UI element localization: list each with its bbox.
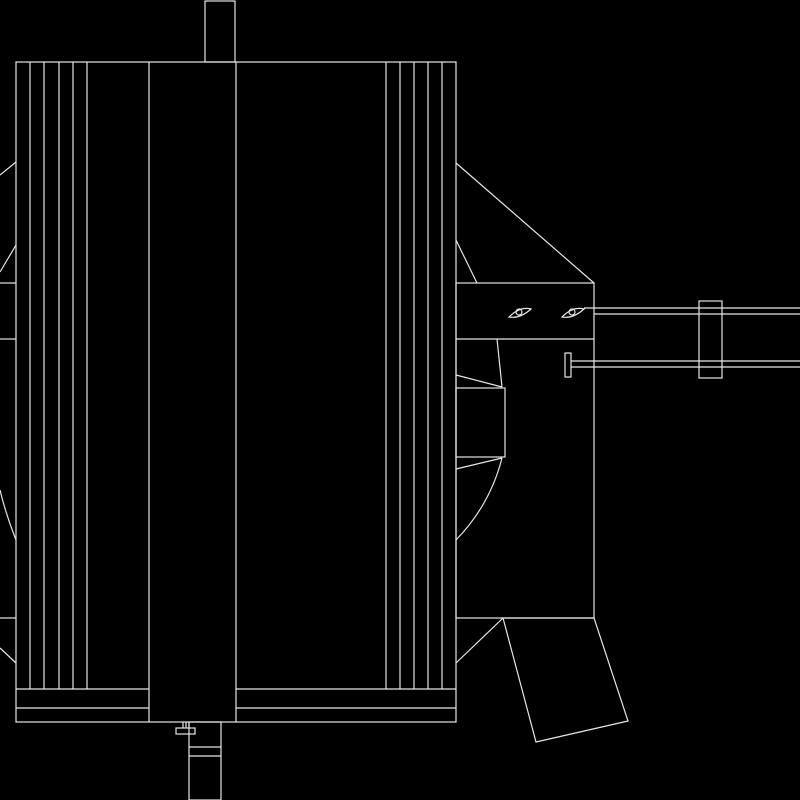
left-housing-arcs: [0, 161, 17, 664]
adjustment-rods: [564, 300, 800, 379]
bottom-shaft: [188, 721, 222, 800]
right-housing: [455, 162, 629, 743]
rod-end-stop: [564, 352, 572, 378]
left-fins: [29, 62, 88, 689]
bottom-bands: [16, 688, 456, 709]
right-fins: [385, 62, 443, 689]
discharge-chute: [502, 617, 629, 743]
bottom-knob: [175, 727, 196, 735]
inner-box: [455, 387, 506, 458]
rod-clamp: [698, 300, 723, 379]
bolt-slots: [507, 307, 586, 318]
top-shaft: [204, 0, 236, 63]
